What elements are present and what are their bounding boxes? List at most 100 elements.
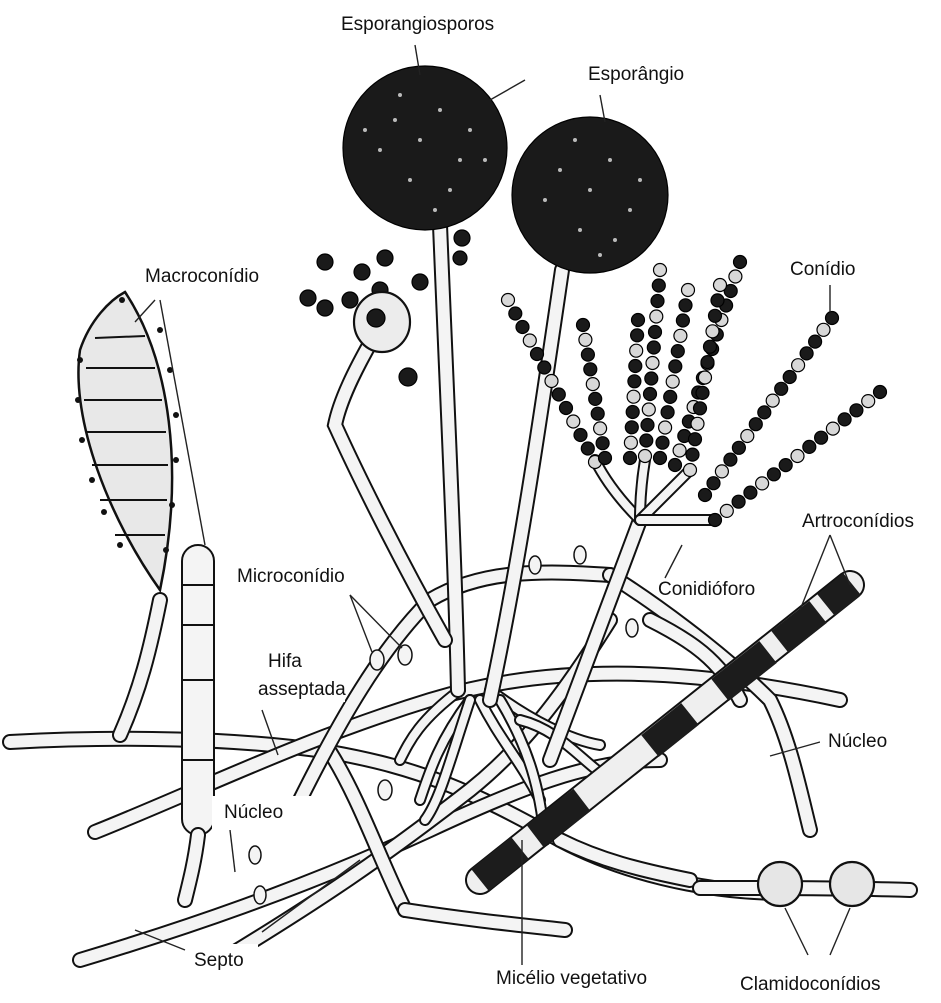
conidium xyxy=(596,437,609,450)
conidium xyxy=(689,433,702,446)
conidium xyxy=(756,477,769,490)
germinating-spore xyxy=(335,292,445,640)
sporangium-left xyxy=(343,66,507,230)
macroconidium xyxy=(75,292,179,590)
conidium xyxy=(581,348,594,361)
conidium xyxy=(711,294,724,307)
conidium xyxy=(642,403,655,416)
conidium xyxy=(669,459,682,472)
conidium xyxy=(659,421,672,434)
conidium xyxy=(800,347,813,360)
conidium xyxy=(626,406,639,419)
conidium xyxy=(758,406,771,419)
chlamydoconidia xyxy=(700,862,910,906)
conidium xyxy=(704,340,717,353)
sporangiophore-right xyxy=(490,270,562,700)
conidium xyxy=(531,348,544,361)
conidium xyxy=(523,334,536,347)
label-esporangiosporos: Esporangiosporos xyxy=(341,14,494,35)
conidium xyxy=(502,294,515,307)
conidium xyxy=(767,468,780,481)
conidium xyxy=(579,333,592,346)
conidium xyxy=(714,279,727,292)
conidium xyxy=(715,465,728,478)
conidium xyxy=(682,284,695,297)
conidium xyxy=(661,406,674,419)
conidium xyxy=(809,335,822,348)
label-nucleo-right: Núcleo xyxy=(828,731,887,752)
conidium xyxy=(560,402,573,415)
conidium xyxy=(652,279,665,292)
label-conidio: Conídio xyxy=(790,259,856,280)
conidium xyxy=(664,390,677,403)
conidium xyxy=(639,450,652,463)
conidium xyxy=(749,418,762,431)
conidium xyxy=(651,295,664,308)
conidium xyxy=(641,419,654,432)
conidium xyxy=(850,404,863,417)
conidium xyxy=(577,319,590,332)
conidium xyxy=(646,357,659,370)
conidium xyxy=(574,429,587,442)
conidium xyxy=(691,417,704,430)
conidium xyxy=(792,359,805,372)
conidium xyxy=(826,422,839,435)
conidium xyxy=(627,390,640,403)
conidium xyxy=(838,413,851,426)
conidium xyxy=(783,371,796,384)
conidium xyxy=(732,441,745,454)
conidium xyxy=(732,495,745,508)
conidium xyxy=(699,371,712,384)
conidium xyxy=(706,325,719,338)
conidium xyxy=(628,375,641,388)
label-conidioforo: Conidióforo xyxy=(658,579,755,600)
conidium xyxy=(624,452,637,465)
conidium xyxy=(624,436,637,449)
conidium xyxy=(817,323,830,336)
conidium xyxy=(669,360,682,373)
label-clamidoconidios: Clamidoconídios xyxy=(740,974,880,995)
conidium xyxy=(654,264,667,277)
conidium xyxy=(775,382,788,395)
label-hifa-line2: asseptada xyxy=(258,679,346,700)
conidium xyxy=(696,386,709,399)
conidium xyxy=(741,430,754,443)
label-nucleo-left: Núcleo xyxy=(224,802,283,823)
conidium xyxy=(874,386,887,399)
conidium xyxy=(686,448,699,461)
conidium xyxy=(644,388,657,401)
conidium xyxy=(629,360,642,373)
conidium xyxy=(589,392,602,405)
conidium xyxy=(649,326,662,339)
conidium xyxy=(720,504,733,517)
conidium xyxy=(632,314,645,327)
label-artroconidios: Artroconídios xyxy=(802,511,914,532)
conidium xyxy=(586,378,599,391)
label-hifa-line1: Hifa xyxy=(268,651,302,672)
conidium xyxy=(625,421,638,434)
conidium xyxy=(707,477,720,490)
label-micelio-vegetativo: Micélio vegetativo xyxy=(496,968,647,989)
conidium xyxy=(640,434,653,447)
conidium xyxy=(654,452,667,465)
conidium xyxy=(567,415,580,428)
conidium xyxy=(584,363,597,376)
label-septo: Septo xyxy=(194,950,244,971)
conidium xyxy=(701,356,714,369)
label-microconidio: Microconídio xyxy=(237,566,345,587)
label-macroconidio: Macroconídio xyxy=(145,266,259,287)
conidium xyxy=(631,329,644,342)
conidium xyxy=(647,341,660,354)
conidium xyxy=(734,256,747,269)
conidium xyxy=(699,489,712,502)
conidium xyxy=(862,395,875,408)
vegetative-mycelium xyxy=(10,573,840,960)
conidium xyxy=(581,442,594,455)
conidium xyxy=(650,310,663,323)
conidium xyxy=(791,450,804,463)
conidium xyxy=(645,372,658,385)
conidium xyxy=(656,436,669,449)
conidium xyxy=(744,486,757,499)
